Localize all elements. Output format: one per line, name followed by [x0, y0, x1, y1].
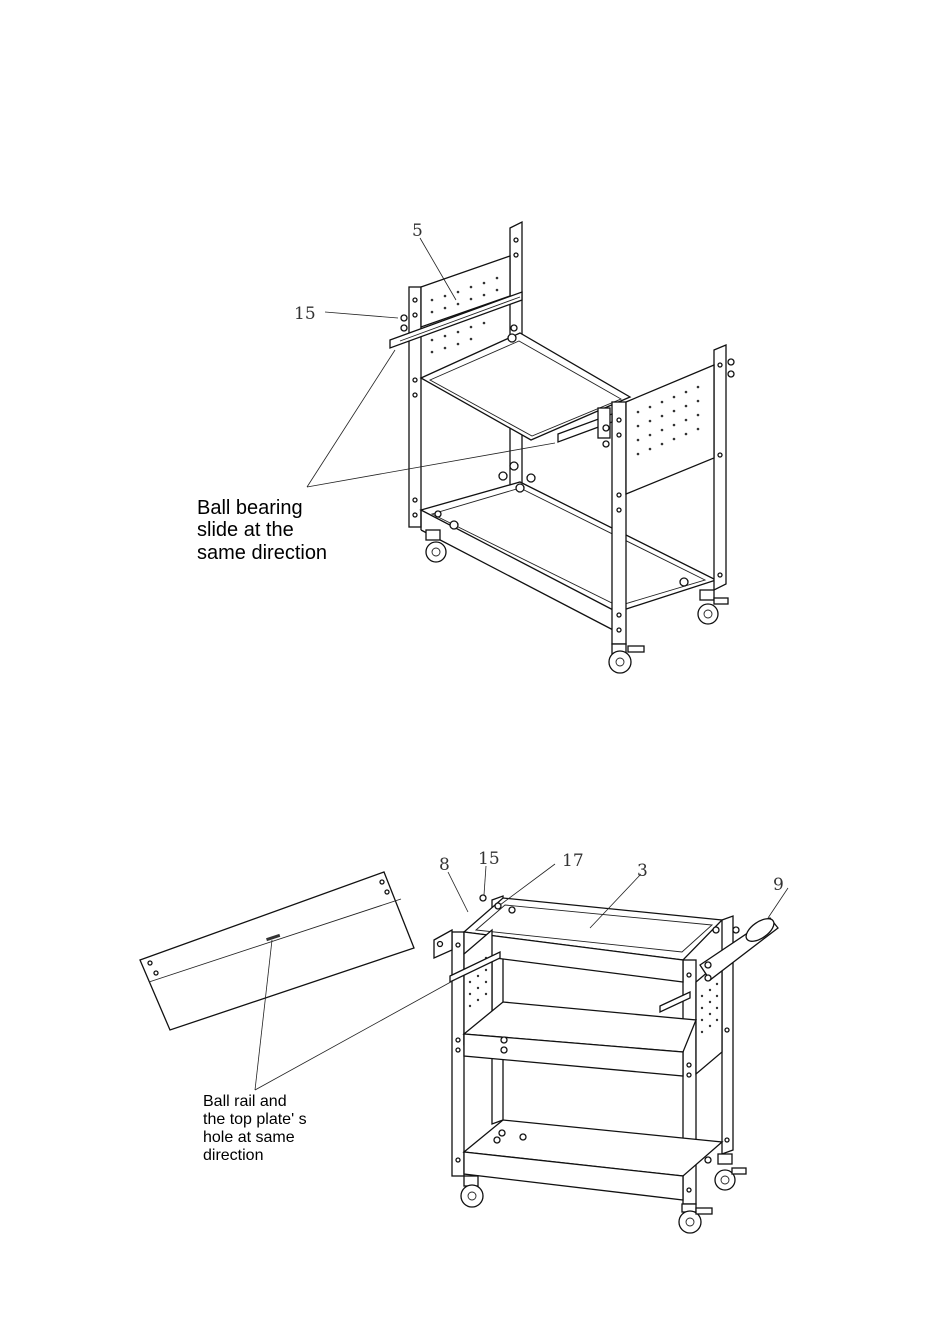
leader-part-8	[448, 872, 468, 912]
leader-part-17	[500, 864, 555, 905]
part-number-5: 5	[412, 221, 423, 241]
part-number-8: 8	[439, 855, 450, 875]
figure-2-cart: 8 15 17 3 9	[140, 849, 788, 1233]
part-number-15-fig2: 15	[478, 849, 500, 869]
part-number-3: 3	[637, 861, 648, 881]
part-number-17: 17	[562, 851, 584, 871]
part-number-9: 9	[773, 875, 784, 895]
callout-ball-bearing-slide: Ball bearing slide at the same direction	[197, 497, 327, 564]
figure-1-frame: 5 15	[294, 221, 734, 673]
right-slide-bracket	[598, 408, 610, 438]
leader-part-15b	[484, 866, 486, 895]
right-front-post	[612, 402, 626, 644]
leader-callout-2b	[255, 978, 458, 1090]
bottom-shelf	[421, 482, 716, 612]
right-back-post	[714, 345, 726, 590]
leader-callout-1a	[307, 350, 395, 487]
cart-left-front-post	[452, 932, 464, 1176]
callout-ball-rail-top-plate: Ball rail and the top plate' s hole at s…	[203, 1093, 307, 1165]
top-plate	[140, 872, 414, 1030]
right-panel	[626, 365, 714, 494]
left-front-post	[409, 287, 421, 527]
part-number-15: 15	[294, 304, 316, 324]
leader-part-15	[325, 312, 398, 318]
